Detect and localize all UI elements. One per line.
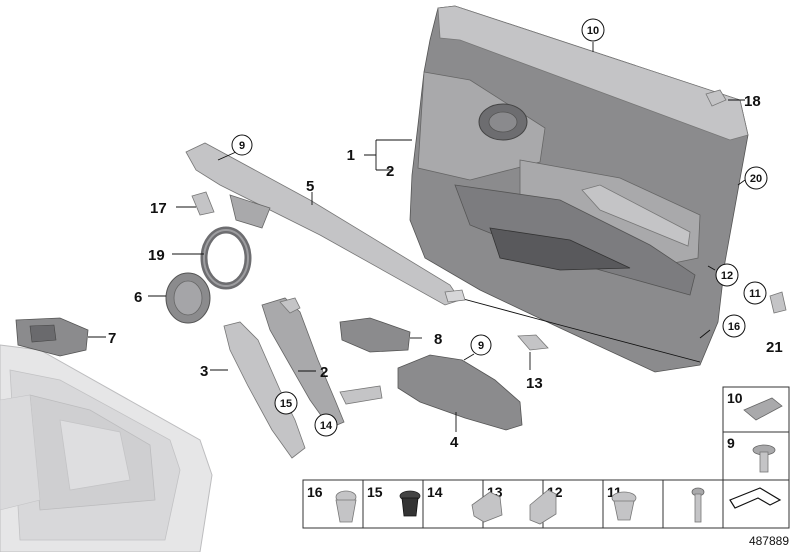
- callout-11: 11: [743, 281, 767, 305]
- callout-6: 6: [134, 289, 142, 306]
- svg-text:10: 10: [587, 25, 599, 37]
- svg-text:9: 9: [478, 340, 484, 352]
- table-part-9-screw: [752, 444, 776, 473]
- callout-labels: 1 2 2 3 4 5 6 7 8 13 17 18 19 21: [108, 93, 783, 451]
- table-label-16: 16: [307, 484, 323, 500]
- table-symbol-arrow: [729, 487, 782, 509]
- door-pull-handle: [223, 321, 306, 459]
- speaker-ring: [200, 226, 252, 290]
- svg-text:20: 20: [750, 173, 762, 185]
- clip-part-18: [191, 191, 215, 216]
- diagram-number: 487889: [749, 534, 789, 548]
- callout-10: 10: [581, 18, 605, 42]
- svg-text:11: 11: [749, 288, 761, 300]
- callout-2-carrier: 2: [320, 364, 328, 381]
- callout-13: 14: [314, 413, 338, 437]
- callout-15: 16: [722, 314, 746, 338]
- table-label-14: 14: [427, 484, 443, 500]
- armrest: [397, 354, 523, 431]
- handle-carrier: [261, 297, 383, 429]
- callout-5: 5: [306, 178, 314, 195]
- clip-part-17: [517, 334, 549, 351]
- table-part-14-clip: [471, 491, 503, 523]
- svg-text:14: 14: [320, 420, 333, 432]
- door-trim-panel: [409, 5, 749, 373]
- pad-part-21: [769, 291, 787, 314]
- callout-3: 3: [200, 363, 208, 380]
- callout-20: 19: [148, 247, 165, 264]
- door-inner-panel-background: [0, 344, 213, 552]
- svg-text:16: 16: [728, 321, 740, 333]
- callout-12: 12: [715, 263, 739, 287]
- clip-part-19: [705, 89, 727, 107]
- callout-16: 20: [744, 166, 768, 190]
- table-label-10: 10: [727, 390, 743, 406]
- table-part-11-screw: [691, 487, 705, 523]
- table-part-15-grommet: [399, 490, 421, 517]
- leader-lines: [88, 42, 746, 432]
- window-switch-panel: [15, 317, 89, 357]
- svg-text:9: 9: [239, 140, 245, 152]
- table-part-13-bracket: [529, 489, 557, 525]
- svg-text:12: 12: [721, 270, 733, 282]
- upper-trim-strip: [185, 142, 466, 306]
- svg-text:15: 15: [280, 398, 292, 410]
- circled-callouts: 9 9 10 11 12 14 15 16: [231, 18, 768, 437]
- switch-part-8: [339, 317, 411, 353]
- callout-9-trim: 9: [231, 134, 253, 156]
- table-part-12-nut: [611, 491, 637, 521]
- callout-19: 18: [744, 93, 761, 110]
- callout-18: 17: [150, 200, 167, 217]
- callout-8: 8: [434, 331, 442, 348]
- callout-21: 21: [766, 339, 783, 356]
- callout-17: 13: [526, 375, 543, 392]
- table-label-9: 9: [727, 435, 735, 451]
- callout-9-armrest: 9: [470, 334, 492, 356]
- callout-14: 15: [274, 391, 298, 415]
- speaker-cover: [165, 272, 211, 324]
- callout-1: 1: [347, 147, 355, 164]
- callout-7: 7: [108, 330, 116, 347]
- callout-2-panel: 2: [386, 163, 394, 180]
- table-part-16-rivet: [335, 490, 357, 523]
- callout-4: 4: [450, 434, 459, 451]
- parts-table: 10 9 16 15 14 13 12 11: [302, 386, 790, 548]
- table-part-10-clip: [743, 397, 783, 421]
- table-label-15: 15: [367, 484, 383, 500]
